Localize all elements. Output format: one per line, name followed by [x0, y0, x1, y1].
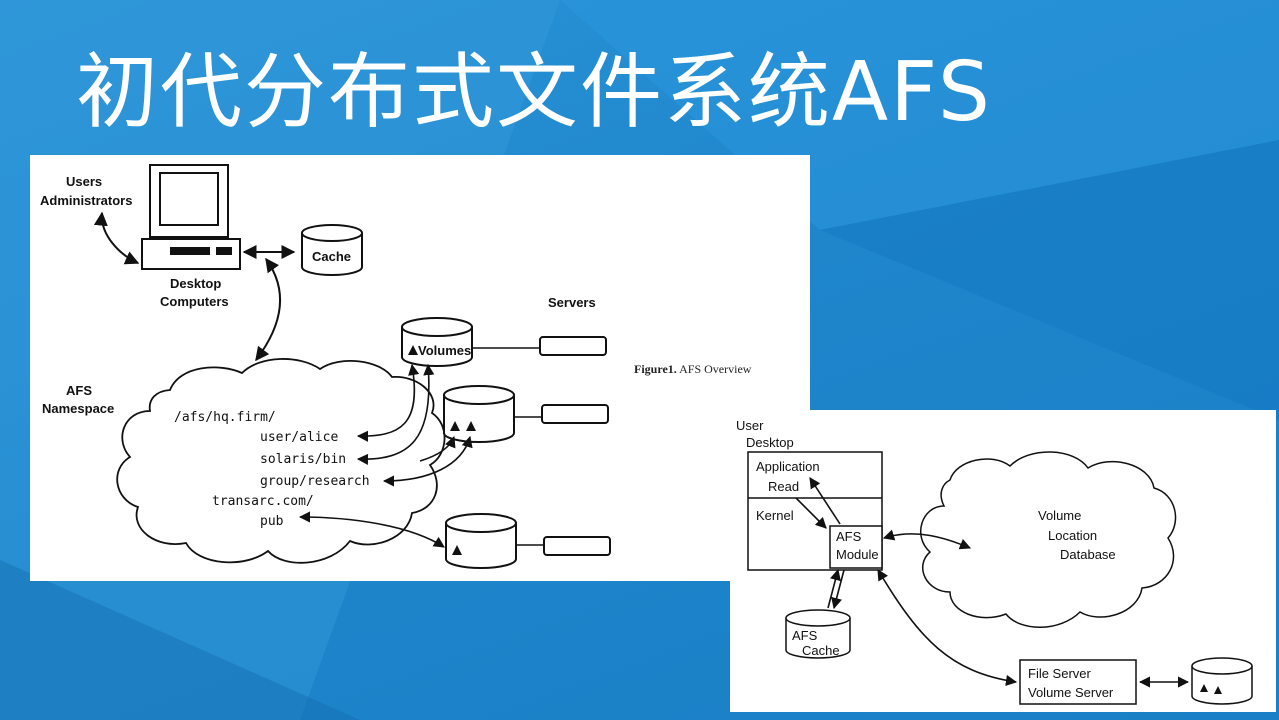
module-vldb-arrow	[882, 529, 972, 550]
volume-2-cylinder-icon	[443, 385, 515, 443]
volume-3-cylinder-icon	[445, 513, 517, 569]
figure1-caption-rest: AFS Overview	[677, 362, 752, 376]
path-transarc: transarc.com/	[212, 494, 314, 509]
file-server-box	[1019, 659, 1137, 705]
users-label: Users	[66, 174, 102, 189]
volumes-label: Volumes	[418, 343, 471, 358]
path-pub: pub	[260, 514, 284, 529]
desktop-label-2: Computers	[160, 294, 229, 309]
user-desktop-label-1: User	[736, 418, 764, 433]
volumes-cylinder-icon	[401, 317, 473, 367]
server-2-icon	[541, 404, 609, 424]
vldb-label-1: Volume	[1038, 508, 1081, 523]
path-user-alice: user/alice	[260, 430, 338, 445]
volume-server-label: Volume Server	[1028, 685, 1114, 700]
path-group-research: group/research	[260, 474, 370, 489]
file-server-label: File Server	[1028, 666, 1092, 681]
afs-overview-figure: Users Administrators Desktop Computers C…	[30, 155, 810, 581]
cache-label: Cache	[312, 249, 351, 264]
path-solaris-bin: solaris/bin	[260, 452, 346, 467]
afs-cache-cylinder-icon	[785, 609, 851, 659]
kernel-label: Kernel	[756, 508, 794, 523]
administrators-label: Administrators	[40, 193, 132, 208]
cache-module-arrow-down	[831, 569, 845, 610]
server-3-icon	[543, 536, 611, 556]
vldb-label-2: Location	[1048, 528, 1097, 543]
module-fileserver-arrow	[877, 569, 1018, 687]
server-1-icon	[539, 336, 607, 356]
read-down-arrow	[795, 497, 827, 529]
figure1-caption-bold: Figure1.	[634, 362, 677, 376]
slide-title: 初代分布式文件系统AFS	[76, 45, 992, 140]
desktop-label-1: Desktop	[170, 276, 221, 291]
application-label: Application	[756, 459, 820, 474]
afs-module-diagram: User Desktop Application Read Kernel AFS…	[736, 418, 1253, 705]
vldb-label-3: Database	[1060, 547, 1116, 562]
volume-disk-cylinder-icon	[1191, 657, 1253, 705]
path-afs-root: /afs/hq.firm/	[174, 410, 276, 425]
afs-overview-diagram: Users Administrators Desktop Computers C…	[40, 164, 752, 569]
desktop-namespace-arrow	[255, 257, 282, 362]
namespace-label-2: Namespace	[42, 401, 114, 416]
afs-module-box	[829, 525, 883, 569]
pub-volume-arrow	[298, 511, 445, 548]
cache-cylinder-icon	[301, 224, 363, 276]
afs-module-label-1: AFS	[836, 529, 862, 544]
read-label: Read	[768, 479, 799, 494]
figure1-caption: Figure1. AFS Overview	[634, 362, 752, 376]
afs-module-label-2: Module	[836, 547, 879, 562]
read-up-arrow	[809, 477, 841, 525]
user-desktop-label-2: Desktop	[746, 435, 794, 450]
afs-module-figure: User Desktop Application Read Kernel AFS…	[730, 410, 1276, 712]
afs-cache-label-2: Cache	[802, 643, 840, 658]
users-desktop-arrow	[93, 211, 140, 265]
cache-module-arrow-up	[827, 568, 841, 609]
desktop-computer-icon	[141, 164, 241, 270]
namespace-label-1: AFS	[66, 383, 92, 398]
afs-cache-label-1: AFS	[792, 628, 818, 643]
servers-label: Servers	[548, 295, 596, 310]
research-volume-arrow	[382, 435, 473, 487]
